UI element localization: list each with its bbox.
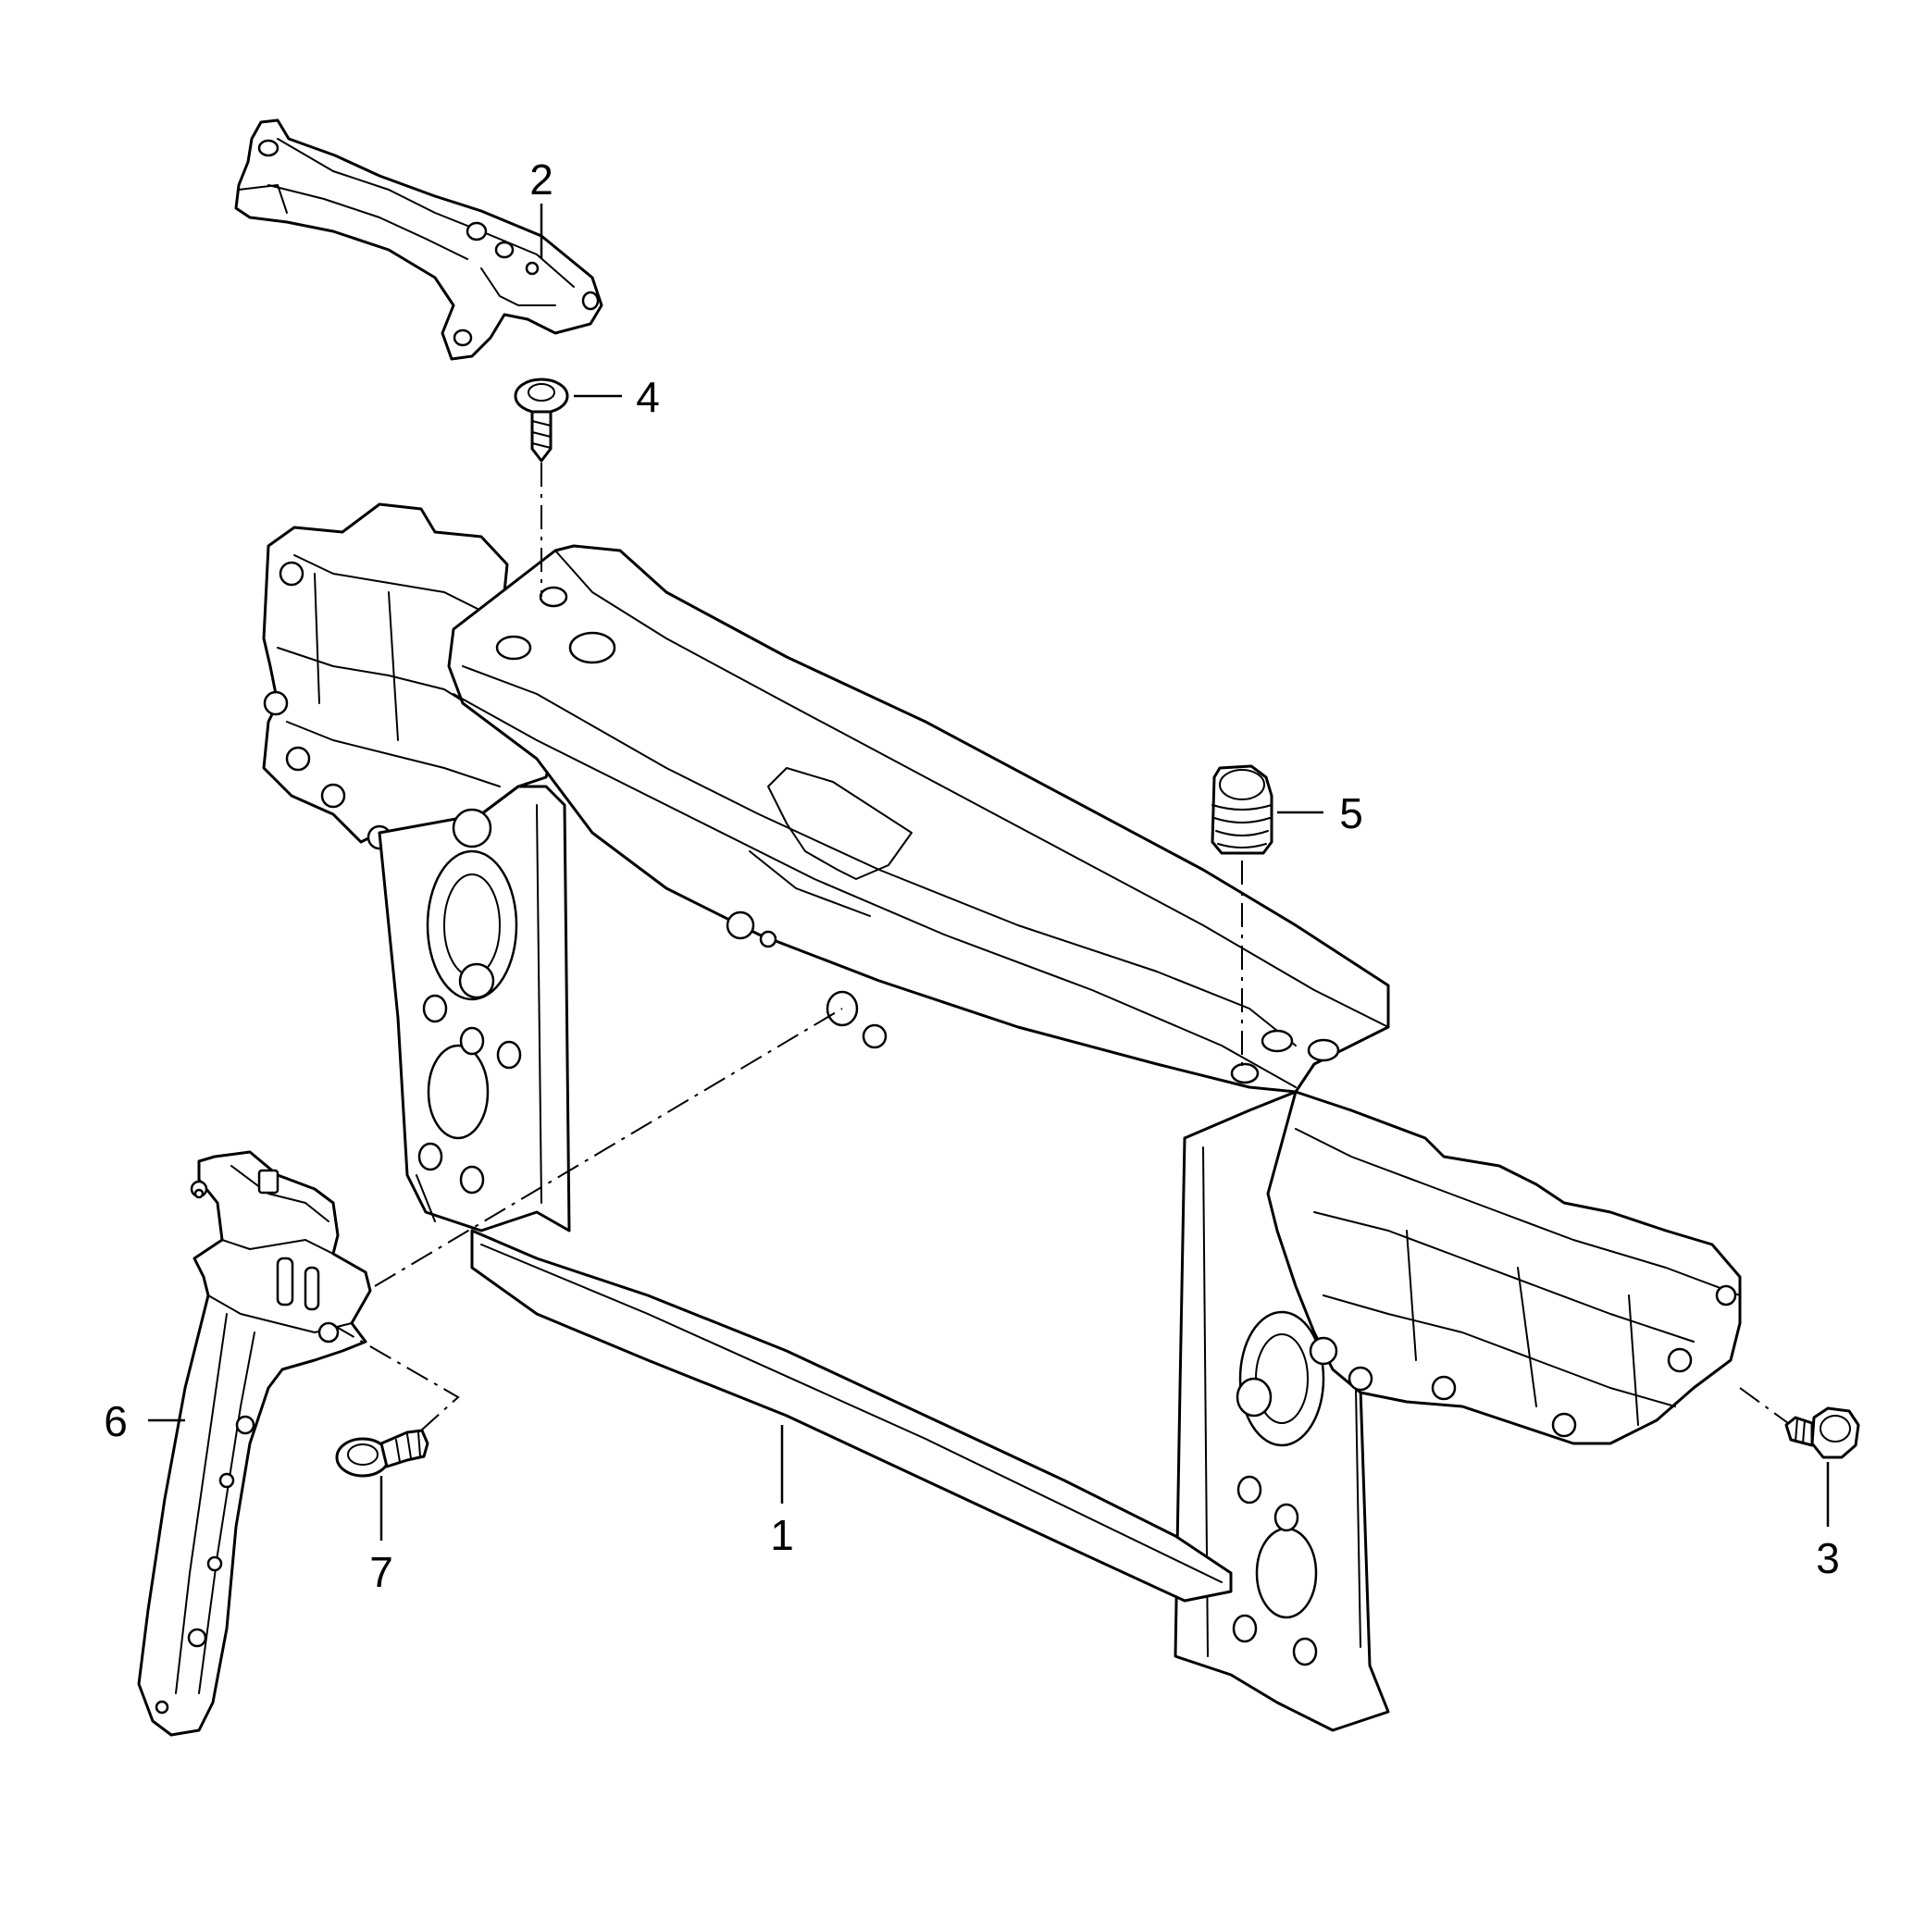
callout-5: 5 xyxy=(1339,789,1363,837)
callout-6: 6 xyxy=(104,1397,128,1445)
part-7-bolt xyxy=(335,1429,429,1478)
assembly-axis-lines xyxy=(332,463,1789,1431)
part-1-front-frame xyxy=(262,502,1742,1732)
callout-3: 3 xyxy=(1816,1534,1840,1582)
axis-part-3 xyxy=(1739,1387,1789,1424)
part-2-bracket xyxy=(234,118,603,361)
callout-4: 4 xyxy=(636,373,660,421)
callout-labels: 1 2 3 4 5 6 7 xyxy=(104,155,1840,1596)
part-4-screw xyxy=(514,378,569,463)
leader-lines xyxy=(148,204,1830,1541)
part-3-bolt xyxy=(1784,1406,1860,1459)
axis-part-7 xyxy=(332,1324,460,1431)
axis-part-6 xyxy=(374,1008,843,1287)
part-6-lock-carrier xyxy=(137,1150,372,1737)
callout-1: 1 xyxy=(770,1511,794,1559)
callout-2: 2 xyxy=(529,155,553,204)
part-5-buffer xyxy=(1211,764,1273,855)
callout-7: 7 xyxy=(369,1548,393,1596)
